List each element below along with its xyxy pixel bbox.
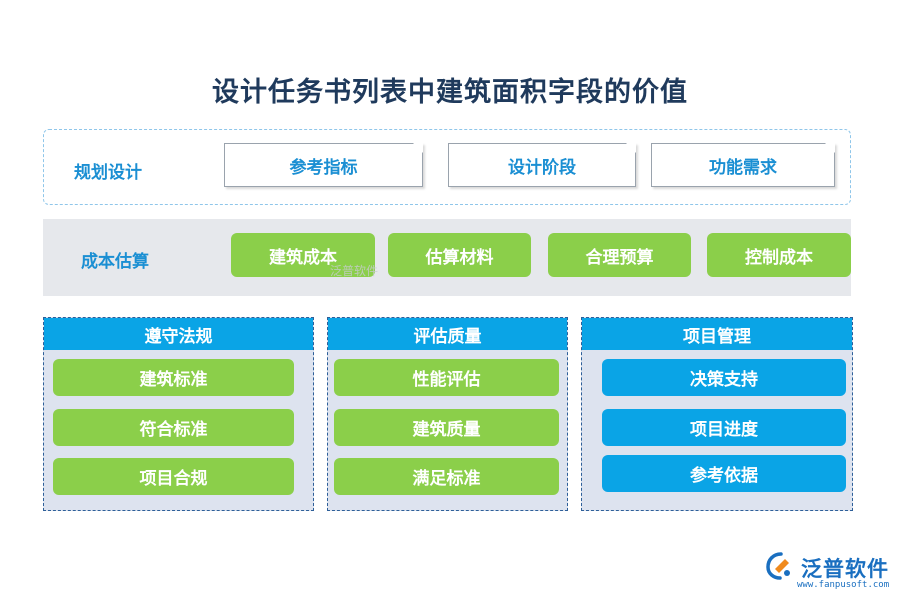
column-quality: 评估质量 性能评估 建筑质量 满足标准 [327, 317, 568, 511]
watermark-logo: 泛普软件 [330, 264, 379, 278]
column-item: 建筑质量 [334, 409, 559, 446]
column-item: 项目进度 [602, 409, 846, 446]
column-item: 项目合规 [53, 458, 294, 495]
column-item: 符合标准 [53, 409, 294, 446]
column-item: 满足标准 [334, 458, 559, 495]
fanpu-logo-icon [766, 552, 790, 580]
column-item: 性能评估 [334, 359, 559, 396]
cost-estimate-row: 成本估算 建筑成本 估算材料 合理预算 控制成本 [43, 219, 851, 296]
planning-design-label: 规划设计 [74, 163, 142, 183]
reference-indicator-box: 参考指标 [224, 143, 423, 187]
logo-name: 泛普软件 [801, 557, 889, 581]
column-compliance: 遵守法规 建筑标准 符合标准 项目合规 [43, 317, 314, 511]
logo-url: www.fanpusoft.com [797, 580, 890, 590]
diagram-title: 设计任务书列表中建筑面积字段的价值 [212, 77, 688, 108]
column-item: 参考依据 [602, 455, 846, 492]
fanpu-logo: 泛普软件 www.fanpusoft.com [765, 551, 895, 595]
control-cost-pill: 控制成本 [707, 233, 851, 277]
cost-estimate-label: 成本估算 [81, 252, 149, 272]
column-project-management: 项目管理 决策支持 项目进度 参考依据 [581, 317, 853, 511]
planning-design-row: 规划设计 参考指标 设计阶段 功能需求 [43, 129, 851, 205]
reasonable-budget-pill: 合理预算 [548, 233, 691, 277]
column-header-quality: 评估质量 [328, 318, 567, 350]
estimate-material-pill: 估算材料 [388, 233, 531, 277]
column-header-compliance: 遵守法规 [44, 318, 313, 350]
column-item: 决策支持 [602, 359, 846, 396]
column-item: 建筑标准 [53, 359, 294, 396]
column-header-project-management: 项目管理 [582, 318, 852, 350]
design-stage-box: 设计阶段 [448, 143, 636, 187]
building-cost-pill: 建筑成本 [231, 233, 375, 277]
functional-requirement-box: 功能需求 [651, 143, 835, 187]
